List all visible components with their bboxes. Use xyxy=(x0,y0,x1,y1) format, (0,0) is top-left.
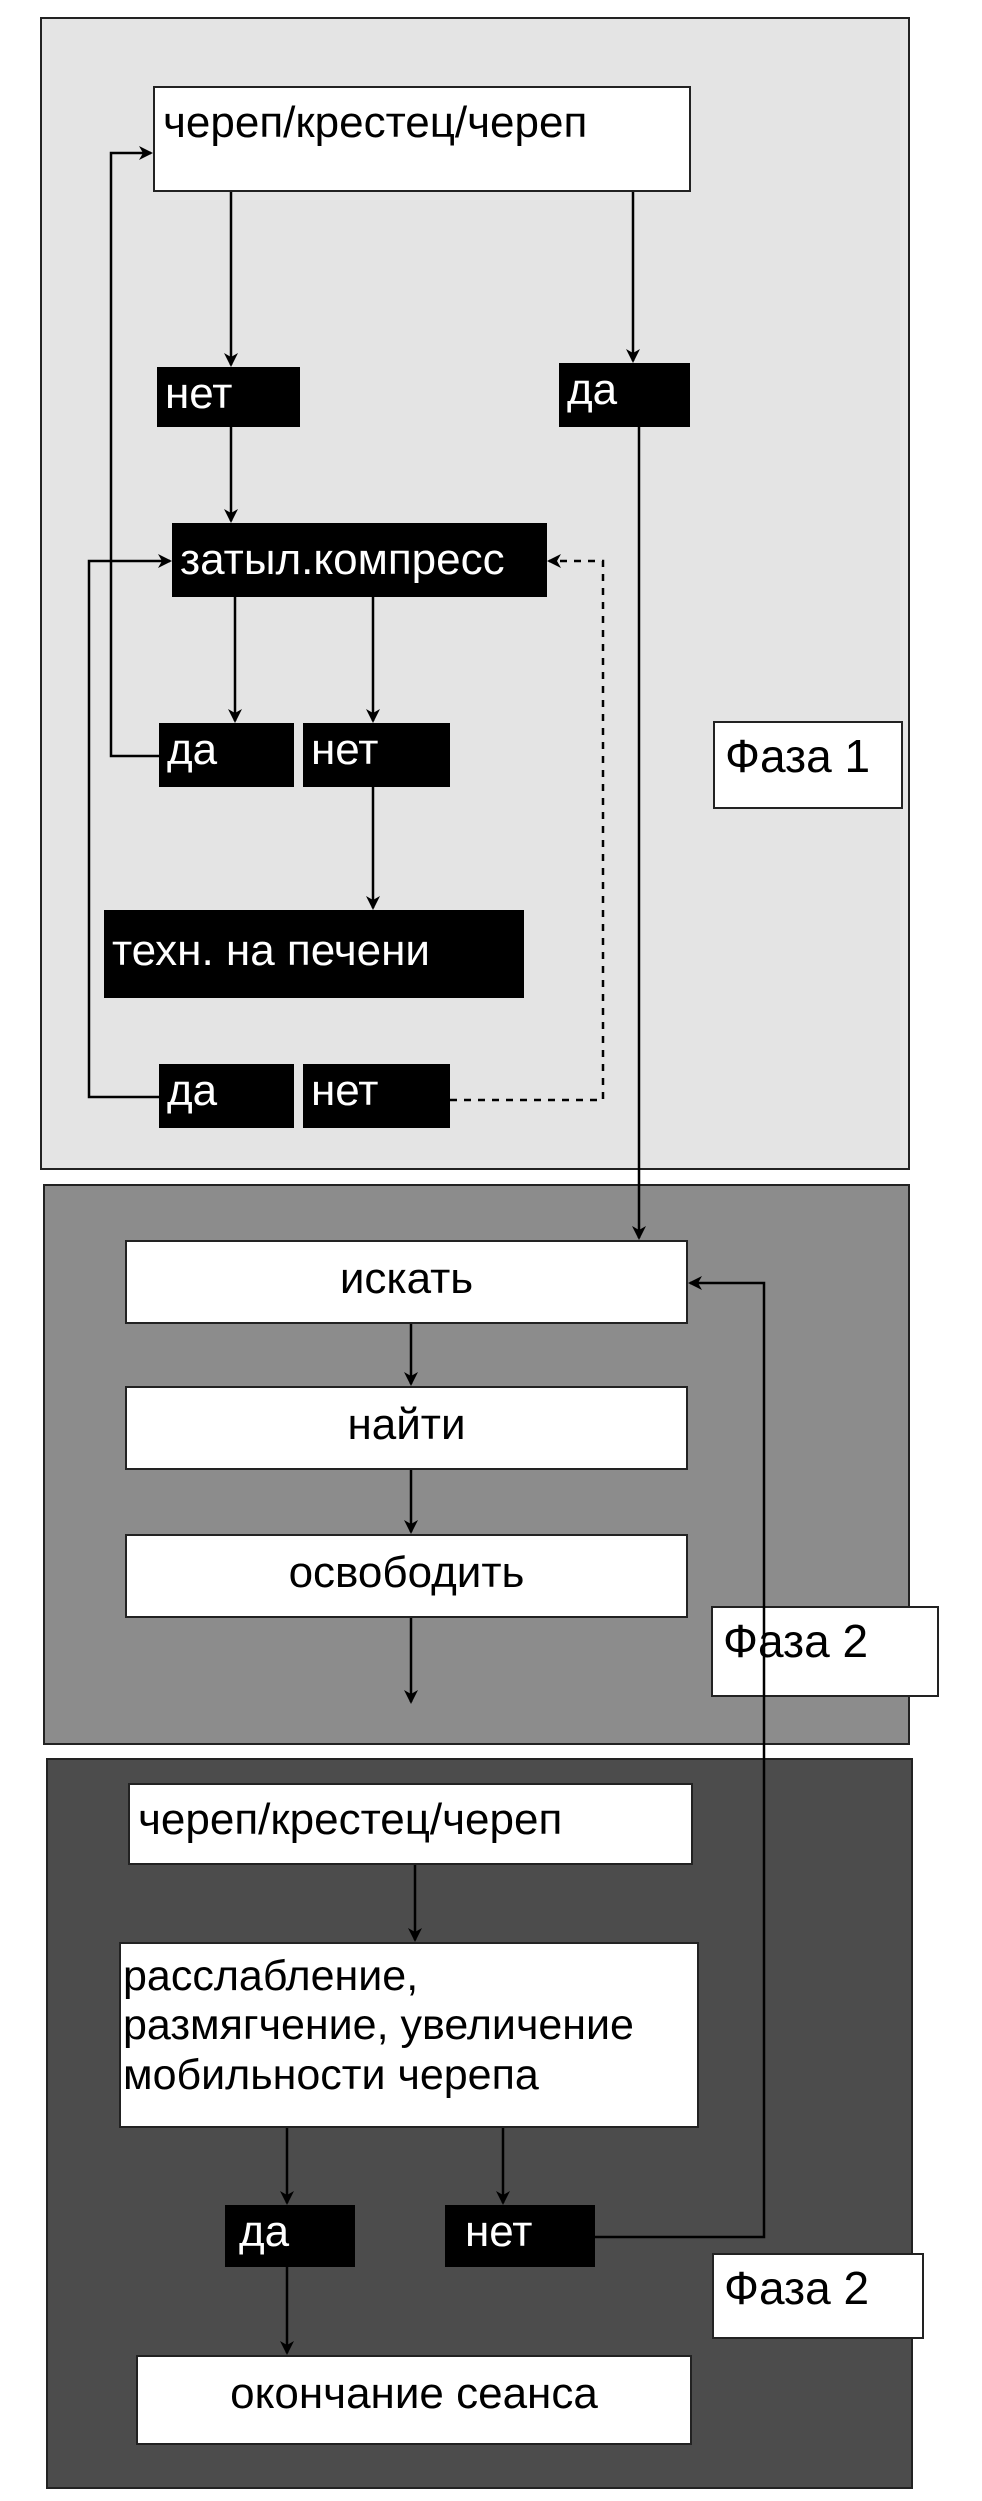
release-box: освободить xyxy=(125,1534,688,1618)
find-box: найти xyxy=(125,1386,688,1470)
yes-box-2: да xyxy=(159,723,294,787)
occipital-compression-box: затыл.компресс xyxy=(172,523,547,597)
skull-sacrum-skull-box: череп/крестец/череп xyxy=(153,86,691,192)
no-box-3: нет xyxy=(303,1064,450,1128)
no-box-phase3: нет xyxy=(445,2205,595,2267)
dashed-no-to-occipital xyxy=(450,554,605,1102)
liver-technique-box: техн. на печени xyxy=(104,910,524,998)
relaxation-box: расслабление, размягчение, увеличение мо… xyxy=(119,1942,699,2128)
loop-yes-to-start xyxy=(109,146,159,758)
end-session-box: окончание сеанса xyxy=(136,2355,692,2445)
phase-2b-label: Фаза 2 xyxy=(712,2253,924,2339)
no-box-1: нет xyxy=(157,367,300,427)
yes-box-1: да xyxy=(559,363,690,427)
search-box: искать xyxy=(125,1240,688,1324)
no-box-2: нет xyxy=(303,723,450,787)
yes-box-3: да xyxy=(159,1064,294,1128)
phase-1-label: Фаза 1 xyxy=(713,721,903,809)
skull-sacrum-skull-box-2: череп/крестец/череп xyxy=(128,1783,693,1865)
loop-yes-to-occipital xyxy=(87,554,172,1099)
yes-box-phase3: да xyxy=(225,2205,355,2267)
loop-no-to-search xyxy=(595,1276,766,2239)
phase-2-label: Фаза 2 xyxy=(711,1606,939,1697)
